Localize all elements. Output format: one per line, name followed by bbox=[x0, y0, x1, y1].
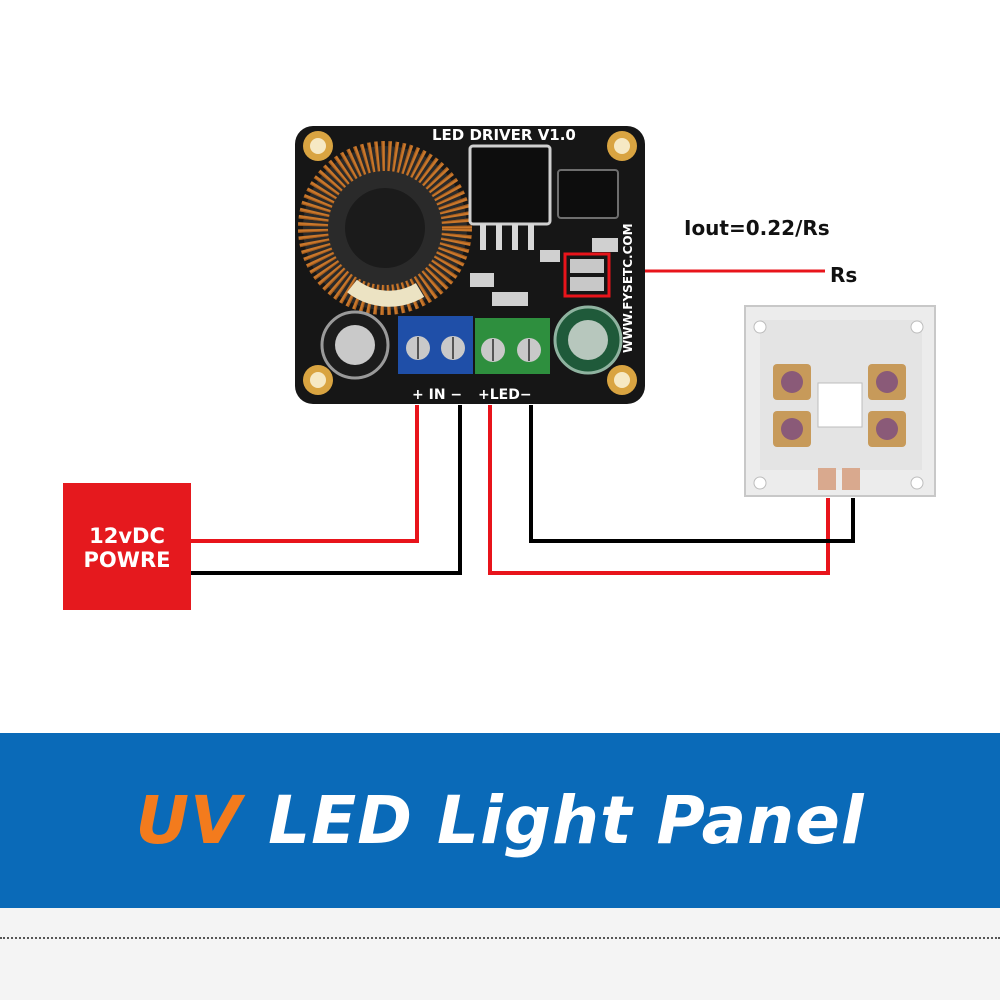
current-formula: Iout=0.22/Rs bbox=[684, 216, 830, 240]
panel-center-cutout bbox=[817, 382, 863, 428]
led-negative-wire bbox=[529, 405, 855, 543]
banner-accent-text: UV bbox=[135, 782, 243, 859]
uv-led-panel bbox=[744, 305, 936, 497]
power-line-1: 12vDC bbox=[89, 524, 165, 548]
rs-label: Rs bbox=[830, 263, 857, 287]
led-label: +LED− bbox=[478, 387, 532, 403]
board-url: WWW.FYSETC.COM bbox=[621, 223, 635, 353]
screw-terminal-icon bbox=[398, 316, 550, 374]
uv-led-chip-icon bbox=[773, 364, 906, 447]
power-negative-wire bbox=[190, 405, 462, 575]
wires bbox=[190, 269, 855, 575]
diode bbox=[557, 169, 619, 219]
rs-resistors bbox=[563, 252, 611, 298]
mounting-holes bbox=[303, 131, 637, 395]
regulator-ic bbox=[468, 144, 552, 226]
power-supply-box: 12vDC POWRE bbox=[63, 483, 191, 610]
board-title: LED DRIVER V1.0 bbox=[432, 126, 576, 144]
title-banner: UV LED Light Panel bbox=[0, 733, 1000, 908]
led-driver-board: LED DRIVER V1.0 WWW.FYSETC.COM + IN − +L… bbox=[295, 126, 645, 404]
power-line-2: POWRE bbox=[84, 548, 171, 572]
banner-main-text: LED Light Panel bbox=[268, 782, 865, 859]
banner-title: UV LED Light Panel bbox=[0, 733, 1000, 908]
input-label: + IN − bbox=[412, 387, 462, 403]
dotted-divider bbox=[0, 937, 1000, 939]
inductor-coil-icon bbox=[298, 141, 472, 315]
power-positive-wire bbox=[190, 405, 419, 543]
bottom-strip bbox=[0, 908, 1000, 1000]
capacitor-icon bbox=[320, 305, 623, 380]
wiring-diagram: LED DRIVER V1.0 WWW.FYSETC.COM + IN − +L… bbox=[63, 126, 936, 610]
led-positive-wire bbox=[488, 405, 830, 575]
